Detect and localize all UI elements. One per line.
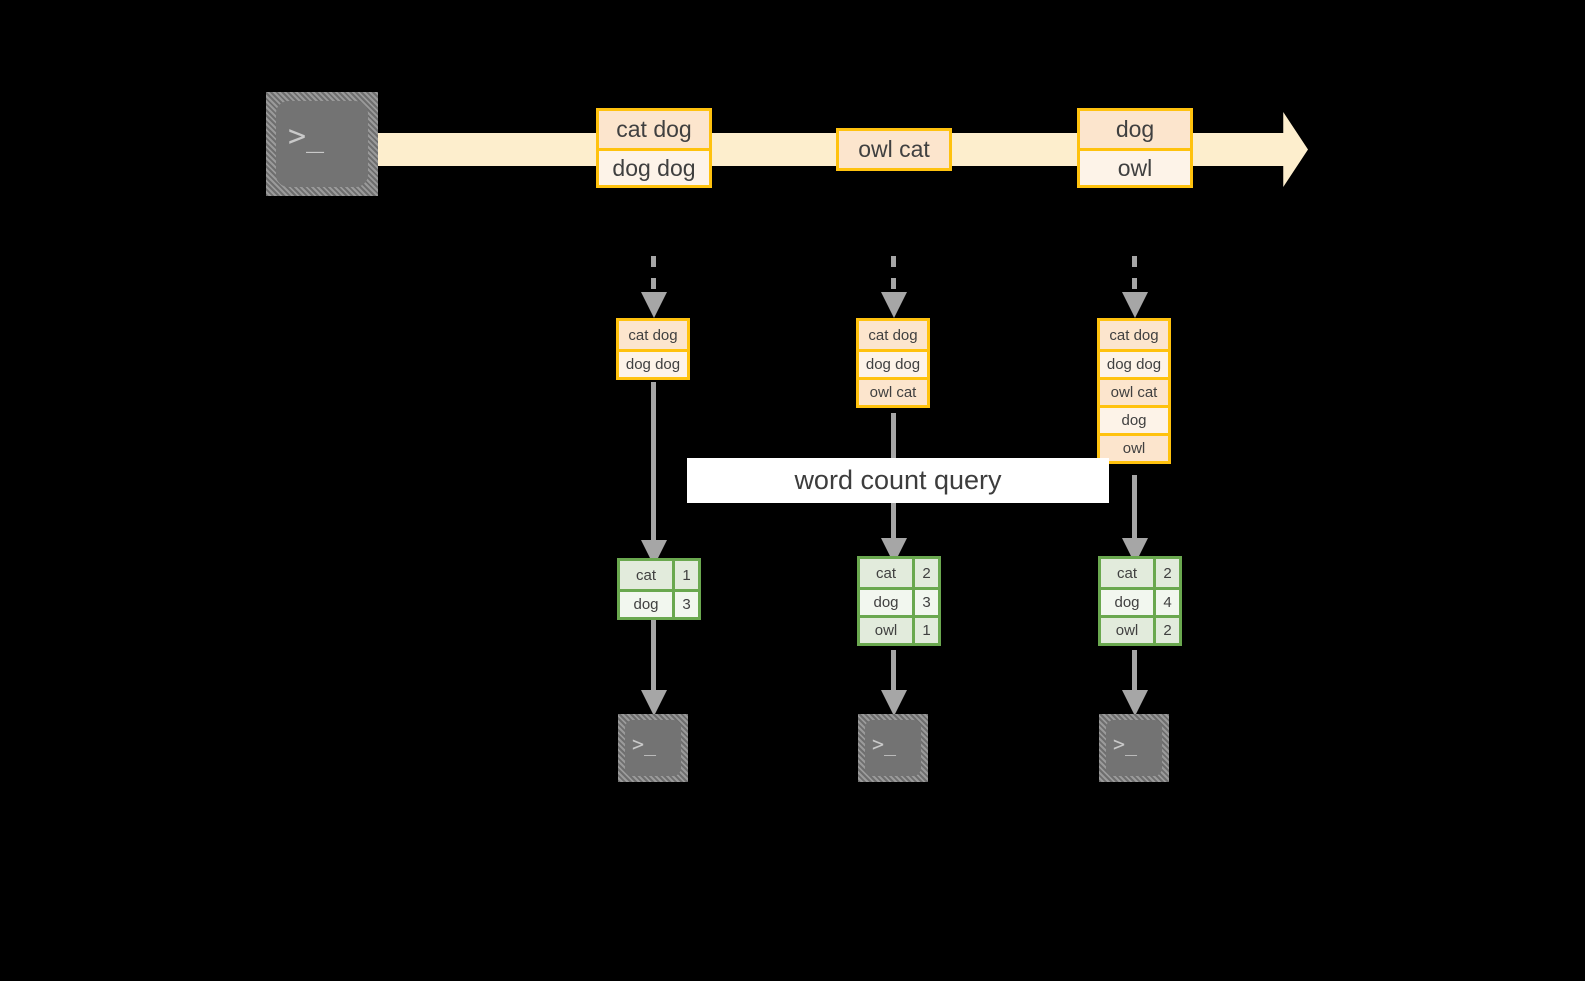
query-connector-3: [1132, 475, 1137, 557]
stream-tap-connector-3: [1132, 256, 1137, 300]
stream-tap-arrowhead-2-icon: [881, 292, 907, 318]
query-banner: word count query: [687, 458, 1109, 503]
result-word: cat: [620, 561, 672, 589]
stream-record: cat dog: [599, 111, 709, 148]
stream-tap-arrowhead-3-icon: [1122, 292, 1148, 318]
stream-record: dog dog: [599, 148, 709, 185]
snapshot-t1-result-table: cat 1 dog 3: [617, 558, 701, 620]
table-row: dog 4: [1101, 587, 1179, 615]
snapshot-record: dog dog: [859, 349, 927, 377]
terminal-prompt-glyph: >_: [632, 732, 657, 756]
table-row: dog 3: [620, 589, 698, 617]
terminal-screen: [276, 101, 368, 187]
snapshot-record: owl: [1100, 433, 1168, 461]
result-word: owl: [860, 618, 912, 643]
table-row: owl 1: [860, 615, 938, 643]
terminal-screen: [1106, 720, 1162, 776]
sink-arrowhead-1-icon: [641, 690, 667, 716]
terminal-screen: [625, 720, 681, 776]
result-word: owl: [1101, 618, 1153, 643]
snapshot-record: cat dog: [619, 321, 687, 349]
table-row: cat 2: [1101, 559, 1179, 587]
terminal-prompt-glyph: >_: [872, 732, 897, 756]
sink-connector-2: [891, 650, 896, 705]
stream-tap-connector-1: [651, 256, 656, 300]
sink-terminal-3-icon: >_: [1099, 714, 1169, 782]
snapshot-t3-records: cat dog dog dog owl cat dog owl: [1097, 318, 1171, 464]
snapshot-record: cat dog: [859, 321, 927, 349]
result-count: 2: [1153, 618, 1179, 643]
stream-record-group-2: owl cat: [836, 128, 952, 171]
result-count: 2: [1153, 559, 1179, 587]
snapshot-record: dog dog: [619, 349, 687, 377]
stream-record-group-3: dog owl: [1077, 108, 1193, 188]
stream-arrowhead-icon: [1253, 112, 1308, 187]
snapshot-t2-result-table: cat 2 dog 3 owl 1: [857, 556, 941, 646]
snapshot-record: owl cat: [1100, 377, 1168, 405]
stream-record: owl cat: [839, 131, 949, 168]
snapshot-t1-records: cat dog dog dog: [616, 318, 690, 380]
snapshot-record: owl cat: [859, 377, 927, 405]
result-word: dog: [1101, 590, 1153, 615]
stream-record-group-1: cat dog dog dog: [596, 108, 712, 188]
sink-connector-3: [1132, 650, 1137, 705]
table-row: cat 2: [860, 559, 938, 587]
terminal-screen: [865, 720, 921, 776]
result-count: 1: [912, 618, 938, 643]
snapshot-record: dog dog: [1100, 349, 1168, 377]
result-count: 3: [912, 590, 938, 615]
result-word: dog: [860, 590, 912, 615]
result-count: 4: [1153, 590, 1179, 615]
terminal-prompt-glyph: >_: [1113, 732, 1138, 756]
result-word: cat: [1101, 559, 1153, 587]
table-row: cat 1: [620, 561, 698, 589]
source-terminal-icon: >_: [266, 92, 378, 196]
result-word: dog: [620, 592, 672, 617]
table-row: dog 3: [860, 587, 938, 615]
snapshot-t2-records: cat dog dog dog owl cat: [856, 318, 930, 408]
sink-terminal-2-icon: >_: [858, 714, 928, 782]
stream-tap-connector-2: [891, 256, 896, 300]
result-word: cat: [860, 559, 912, 587]
table-row: owl 2: [1101, 615, 1179, 643]
snapshot-t3-result-table: cat 2 dog 4 owl 2: [1098, 556, 1182, 646]
stream-tap-arrowhead-1-icon: [641, 292, 667, 318]
sink-terminal-1-icon: >_: [618, 714, 688, 782]
query-connector-1: [651, 382, 656, 557]
sink-arrowhead-3-icon: [1122, 690, 1148, 716]
snapshot-record: cat dog: [1100, 321, 1168, 349]
stream-record: owl: [1080, 148, 1190, 185]
result-count: 2: [912, 559, 938, 587]
query-banner-label: word count query: [794, 465, 1002, 495]
sink-arrowhead-2-icon: [881, 690, 907, 716]
sink-connector-1: [651, 620, 656, 705]
result-count: 1: [672, 561, 698, 589]
stream-record: dog: [1080, 111, 1190, 148]
result-count: 3: [672, 592, 698, 617]
snapshot-record: dog: [1100, 405, 1168, 433]
terminal-prompt-glyph: >_: [288, 119, 325, 154]
